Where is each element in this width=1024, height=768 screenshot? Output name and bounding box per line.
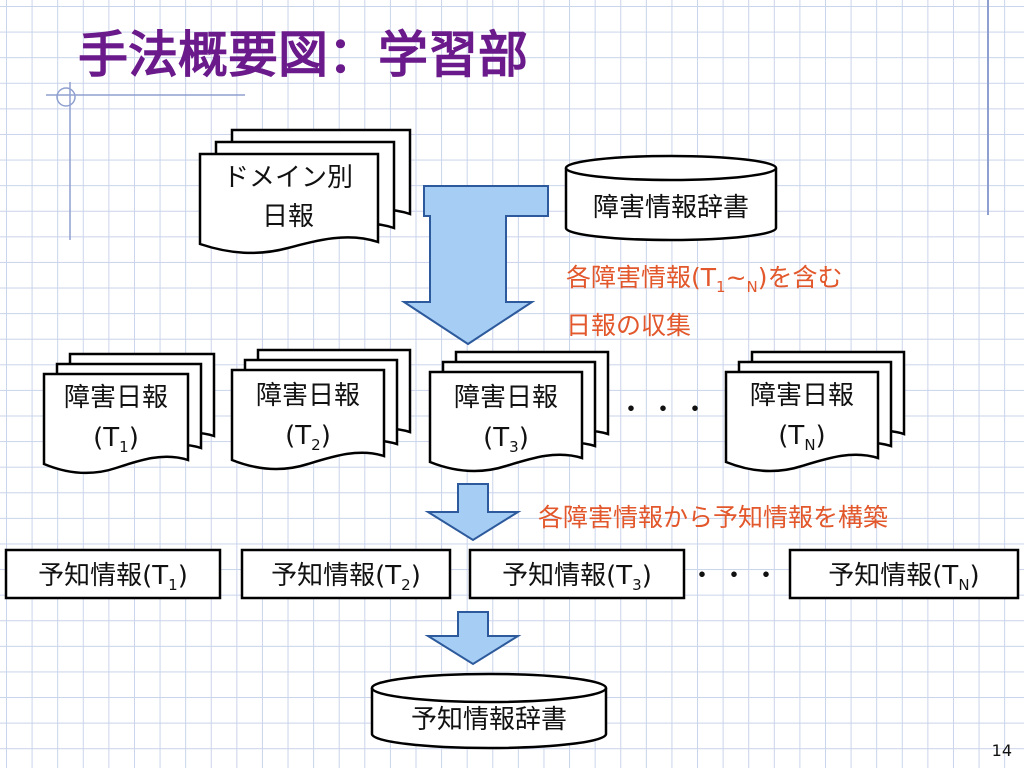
domain-reports-label-line1: ドメイン別 [223, 163, 353, 193]
slide-guide-lines [46, 0, 989, 240]
failure-report-doc: 障害日報 (TN) [724, 350, 906, 473]
failure-report-id: (TN) [778, 421, 825, 454]
prediction-box: 予知情報(T2) [240, 548, 452, 600]
failure-report-doc: 障害日報 (T1) [42, 352, 216, 475]
failure-report-id: (T2) [285, 421, 331, 454]
prediction-box-label: 予知情報(TN) [828, 561, 979, 594]
collect-arrow [400, 185, 549, 346]
prediction-ellipsis: ・・・ [689, 561, 785, 591]
failure-report-id: (T1) [93, 423, 139, 456]
failure-report-id: (T3) [483, 423, 529, 456]
output-arrow [424, 611, 522, 666]
collect-caption-line1: 各障害情報(T1~N)を含む [566, 263, 843, 296]
failure-report-doc: 障害日報 (T3) [428, 350, 610, 473]
build-arrow [424, 483, 522, 542]
collect-caption-line2: 日報の収集 [566, 311, 691, 340]
failure-report-label: 障害日報 [64, 383, 168, 413]
prediction-dictionary-db: 予知情報辞書 [370, 672, 608, 750]
failure-report-doc: 障害日報 (T2) [230, 348, 412, 471]
reports-ellipsis: ・・・ [618, 395, 714, 425]
page-number: 14 [992, 741, 1012, 760]
failure-report-label: 障害日報 [750, 381, 854, 411]
slide-title: 手法概要図：学習部 [78, 26, 528, 84]
failure-dictionary-db: 障害情報辞書 [564, 154, 778, 242]
prediction-box: 予知情報(TN) [788, 548, 1020, 600]
domain-reports-label-line2: 日報 [262, 202, 314, 232]
prediction-box: 予知情報(T3) [468, 548, 686, 600]
build-caption: 各障害情報から予知情報を構築 [538, 503, 888, 532]
prediction-box-label: 予知情報(T3) [502, 561, 652, 594]
prediction-box: 予知情報(T1) [4, 548, 222, 600]
prediction-box-label: 予知情報(T2) [271, 561, 421, 594]
failure-dictionary-label: 障害情報辞書 [593, 193, 749, 223]
failure-report-label: 障害日報 [454, 383, 558, 413]
prediction-box-label: 予知情報(T1) [38, 561, 188, 594]
prediction-dictionary-label: 予知情報辞書 [411, 705, 567, 735]
failure-report-label: 障害日報 [256, 381, 360, 411]
domain-reports-doc: ドメイン別 日報 [198, 128, 412, 255]
guide-circle [56, 87, 76, 107]
